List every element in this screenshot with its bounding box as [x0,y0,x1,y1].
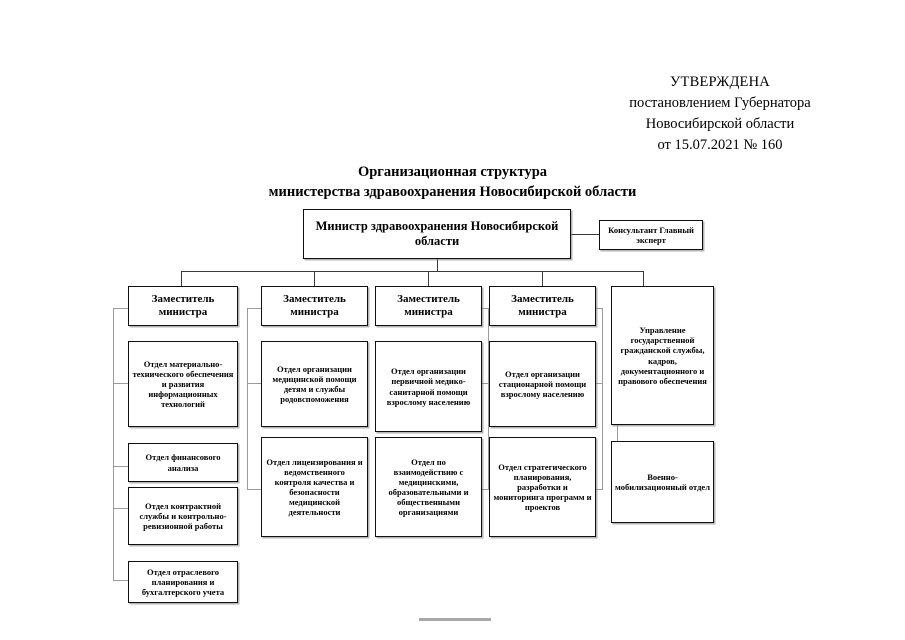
node-dept-interaction-organizations[interactable]: Отдел по взаимодействию с медицинскими, … [375,437,482,537]
node-dept-licensing-quality-control-label: Отдел лицензирования и ведомственного ко… [266,456,363,518]
connector-admin-branch-riser [643,271,645,291]
node-dept-licensing-quality-control[interactable]: Отдел лицензирования и ведомственного ко… [261,437,368,537]
connector-col4-spine [602,308,604,489]
connector-col2-spine [247,308,249,489]
node-dept-financial-analysis[interactable]: Отдел финансового анализа [128,443,238,482]
node-admin-military-mobilization-label: Военно-мобилизационный отдел [615,471,710,492]
connector-minister-consultant [571,234,599,236]
node-dept-strategic-planning-label: Отдел стратегического планирования, разр… [493,461,592,513]
node-dept-primary-care-adults[interactable]: Отдел организации первичной медико-санит… [375,341,482,432]
node-dept-interaction-organizations-label: Отдел по взаимодействию с медицинскими, … [388,456,469,518]
approval-heading: УТВЕРЖДЕНА [670,74,770,90]
connector-deputy4-drop [542,271,544,291]
node-dept-contract-service-audit-label: Отдел контрактной службы и контрольно-ре… [139,500,227,531]
connector-deputy-bus [181,271,643,273]
node-consultant-label: Консультант Главный эксперт [608,224,694,245]
connector-col2-to-deputy [247,308,261,310]
page-title: Организационная структура министерства з… [0,163,905,202]
node-dept-strategic-planning[interactable]: Отдел стратегического планирования, разр… [489,437,596,537]
connector-col1-to-deputy [113,308,128,310]
node-dept-financial-analysis-label: Отдел финансового анализа [145,452,221,473]
node-deputy-2-label: Заместитель министра [283,293,346,318]
page-title-line1: Организационная структура [357,164,548,180]
node-deputy-1-label: Заместитель министра [151,293,215,318]
connector-col1-to-dept3 [113,508,128,510]
connector-deputy2-drop [314,271,316,291]
approval-line-date-number: от 15.07.2021 № 160 [657,137,783,154]
node-deputy-4-label: Заместитель министра [511,293,574,318]
approval-block: УТВЕРЖДЕНА постановлением Губернатора Но… [560,72,880,156]
node-deputy-minister-1[interactable]: Заместитель министра [128,286,238,326]
node-deputy-minister-4[interactable]: Заместитель министра [489,286,596,326]
connector-col1-to-dept4 [113,580,128,582]
node-dept-inpatient-care-adults-label: Отдел организации стационарной помощи вз… [498,368,587,399]
page-title-line2: министерства здравоохранения Новосибирск… [268,183,637,200]
node-dept-contract-service-audit[interactable]: Отдел контрактной службы и контрольно-ре… [128,487,238,545]
connector-col1-spine [113,308,115,580]
connector-col3-spine [488,308,490,489]
node-dept-inpatient-care-adults[interactable]: Отдел организации стационарной помощи вз… [489,341,596,427]
node-dept-material-technical-support-label: Отдел материально-технического обеспечен… [132,358,234,410]
connector-deputy3-drop [428,271,430,291]
node-dept-material-technical-support[interactable]: Отдел материально-технического обеспечен… [128,341,238,427]
connector-deputy1-drop [181,271,183,291]
connector-col1-to-dept2 [113,466,128,468]
node-minister[interactable]: Министр здравоохранения Новосибирской об… [303,209,571,259]
node-dept-sector-planning-accounting-label: Отдел отраслевого планирования и бухгалт… [141,566,225,597]
node-dept-sector-planning-accounting[interactable]: Отдел отраслевого планирования и бухгалт… [128,561,238,603]
node-consultant[interactable]: Консультант Главный эксперт [599,220,703,250]
connector-col2-to-dept1 [247,383,261,385]
node-deputy-3-label: Заместитель министра [397,293,460,318]
footer-separator-rule [419,618,491,621]
approval-line-region: Новосибирской области [645,116,795,133]
node-admin-military-mobilization[interactable]: Военно-мобилизационный отдел [611,441,714,523]
node-admin-civil-service-hr-legal[interactable]: Управление государственной гражданской с… [611,286,714,425]
node-dept-child-care-obstetrics-label: Отдел организации медицинской помощи дет… [272,363,357,405]
node-minister-label: Министр здравоохранения Новосибирской об… [315,219,559,248]
connector-minister-down [437,259,439,271]
node-admin-civil-service-hr-legal-label: Управление государственной гражданской с… [618,325,707,386]
node-deputy-minister-2[interactable]: Заместитель министра [261,286,368,326]
connector-col2-to-dept2 [247,489,261,491]
node-dept-child-care-obstetrics[interactable]: Отдел организации медицинской помощи дет… [261,341,368,427]
node-deputy-minister-3[interactable]: Заместитель министра [375,286,482,326]
node-dept-primary-care-adults-label: Отдел организации первичной медико-санит… [386,366,471,407]
approval-line-decree: постановлением Губернатора [629,95,811,112]
connector-col1-to-dept1 [113,383,128,385]
